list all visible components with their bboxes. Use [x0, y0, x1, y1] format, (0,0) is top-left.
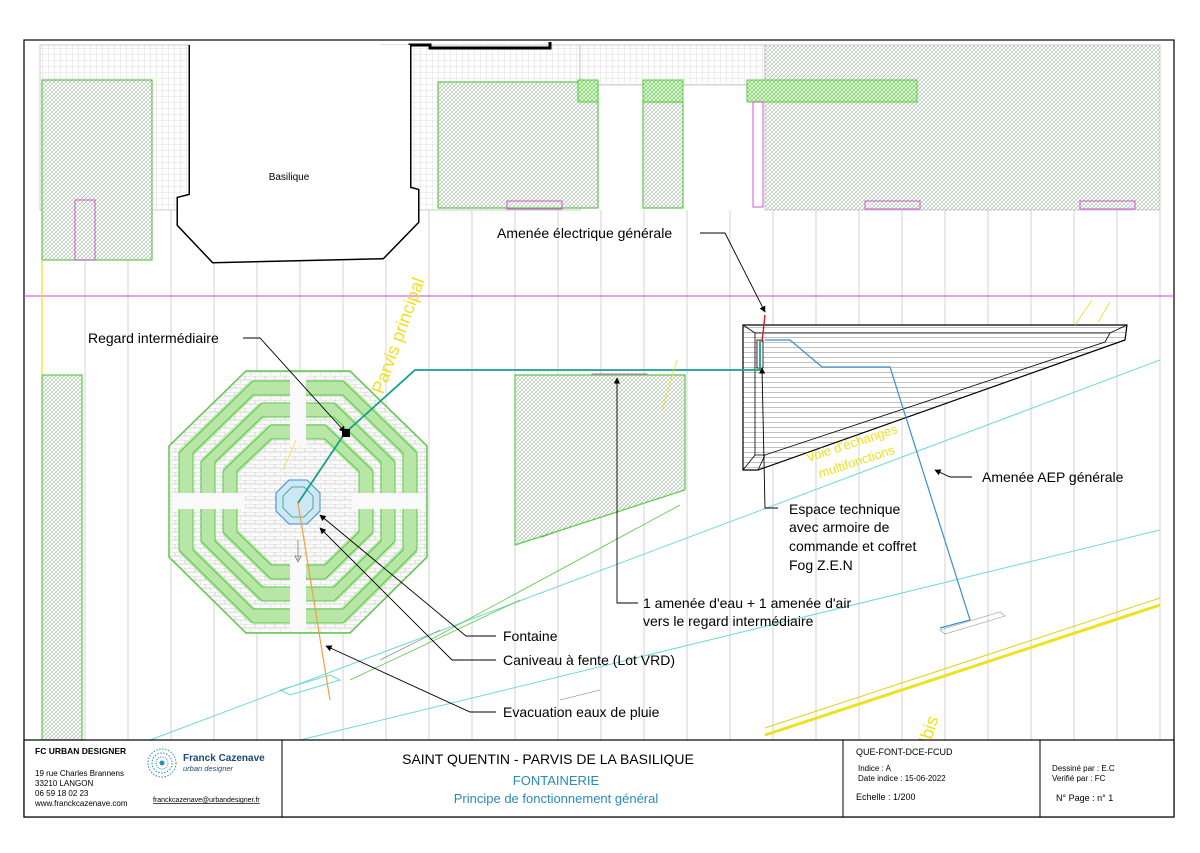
annotations: Amenée électrique générale Regard interm… — [88, 225, 1124, 720]
title-block: FC URBAN DESIGNER 19 rue Charles Brannen… — [23, 739, 1175, 818]
street-lines — [149, 359, 1161, 741]
regard-box — [342, 429, 350, 437]
planter-top-mid — [437, 81, 599, 209]
water-air-pipe — [297, 340, 761, 504]
amenee-electrique-label: Amenée électrique générale — [497, 225, 672, 241]
planter-top-narrow — [642, 101, 684, 209]
website: www.franckcazenave.com — [34, 799, 128, 808]
espace-technique-line3: commande et coffret — [789, 538, 916, 554]
amenee-eau-air-line2: vers le regard intermédiaire — [643, 613, 814, 629]
lot-title: FONTAINERIE — [513, 773, 600, 788]
planter-left-bottom — [41, 374, 83, 741]
company-name: FC URBAN DESIGNER — [35, 746, 126, 756]
verifie-par: Verifié par : FC — [1052, 774, 1106, 783]
address-line1: 19 rue Charles Brannens — [35, 769, 124, 778]
logo-subtitle: urban designer — [183, 764, 234, 773]
phone-number: 06 59 18 02 23 — [35, 789, 89, 798]
ibis-road-line — [764, 603, 1161, 737]
parvis-principal-label: Parvis principal — [368, 275, 429, 397]
fontaine-label: Fontaine — [503, 628, 558, 644]
indice: Indice : A — [858, 764, 892, 773]
email-link[interactable]: franckcazenave@urbandesigner.fr — [153, 797, 260, 804]
caniveau-label: Caniveau à fente (Lot VRD) — [503, 652, 675, 668]
plan-area: Basilique — [24, 42, 1174, 746]
block-top-right — [764, 44, 1161, 211]
drawing-title: Principe de fonctionnement général — [454, 791, 659, 806]
planter-top-left — [41, 79, 153, 261]
basilique-label: Basilique — [269, 172, 310, 183]
block-top-passage — [579, 44, 766, 86]
regard-intermediaire-label: Regard intermédiaire — [88, 330, 219, 346]
page-number: N° Page : n° 1 — [1056, 793, 1113, 803]
project-title: SAINT QUENTIN - PARVIS DE LA BASILIQUE — [402, 751, 694, 767]
espace-technique-line2: avec armoire de — [789, 519, 890, 535]
planter-center — [514, 374, 686, 546]
date-indice: Date indice : 15-06-2022 — [858, 774, 946, 783]
reference-code: QUE-FONT-DCE-FCUD — [856, 747, 953, 757]
amenee-eau-air-line1: 1 amenée d'eau + 1 amenée d'air — [643, 595, 851, 611]
franck-cazenave-logo: Franck Cazenave urban designer — [147, 748, 265, 778]
dessine-par: Dessiné par : E.C — [1052, 764, 1115, 773]
aep-pipe — [765, 339, 971, 629]
amenee-aep-label: Amenée AEP générale — [982, 469, 1124, 485]
rain-drain — [297, 502, 331, 701]
evacuation-label: Evacuation eaux de pluie — [503, 704, 660, 720]
leader-lines — [243, 232, 972, 713]
electric-line — [761, 314, 766, 343]
espace-technique-line4: Fog Z.E.N — [789, 557, 853, 573]
technical-space — [742, 324, 1128, 471]
echelle: Echelle : 1/200 — [856, 792, 916, 802]
address-line2: 33210 LANGON — [35, 779, 93, 788]
logo-name: Franck Cazenave — [183, 753, 265, 764]
espace-technique-line1: Espace technique — [789, 501, 901, 517]
